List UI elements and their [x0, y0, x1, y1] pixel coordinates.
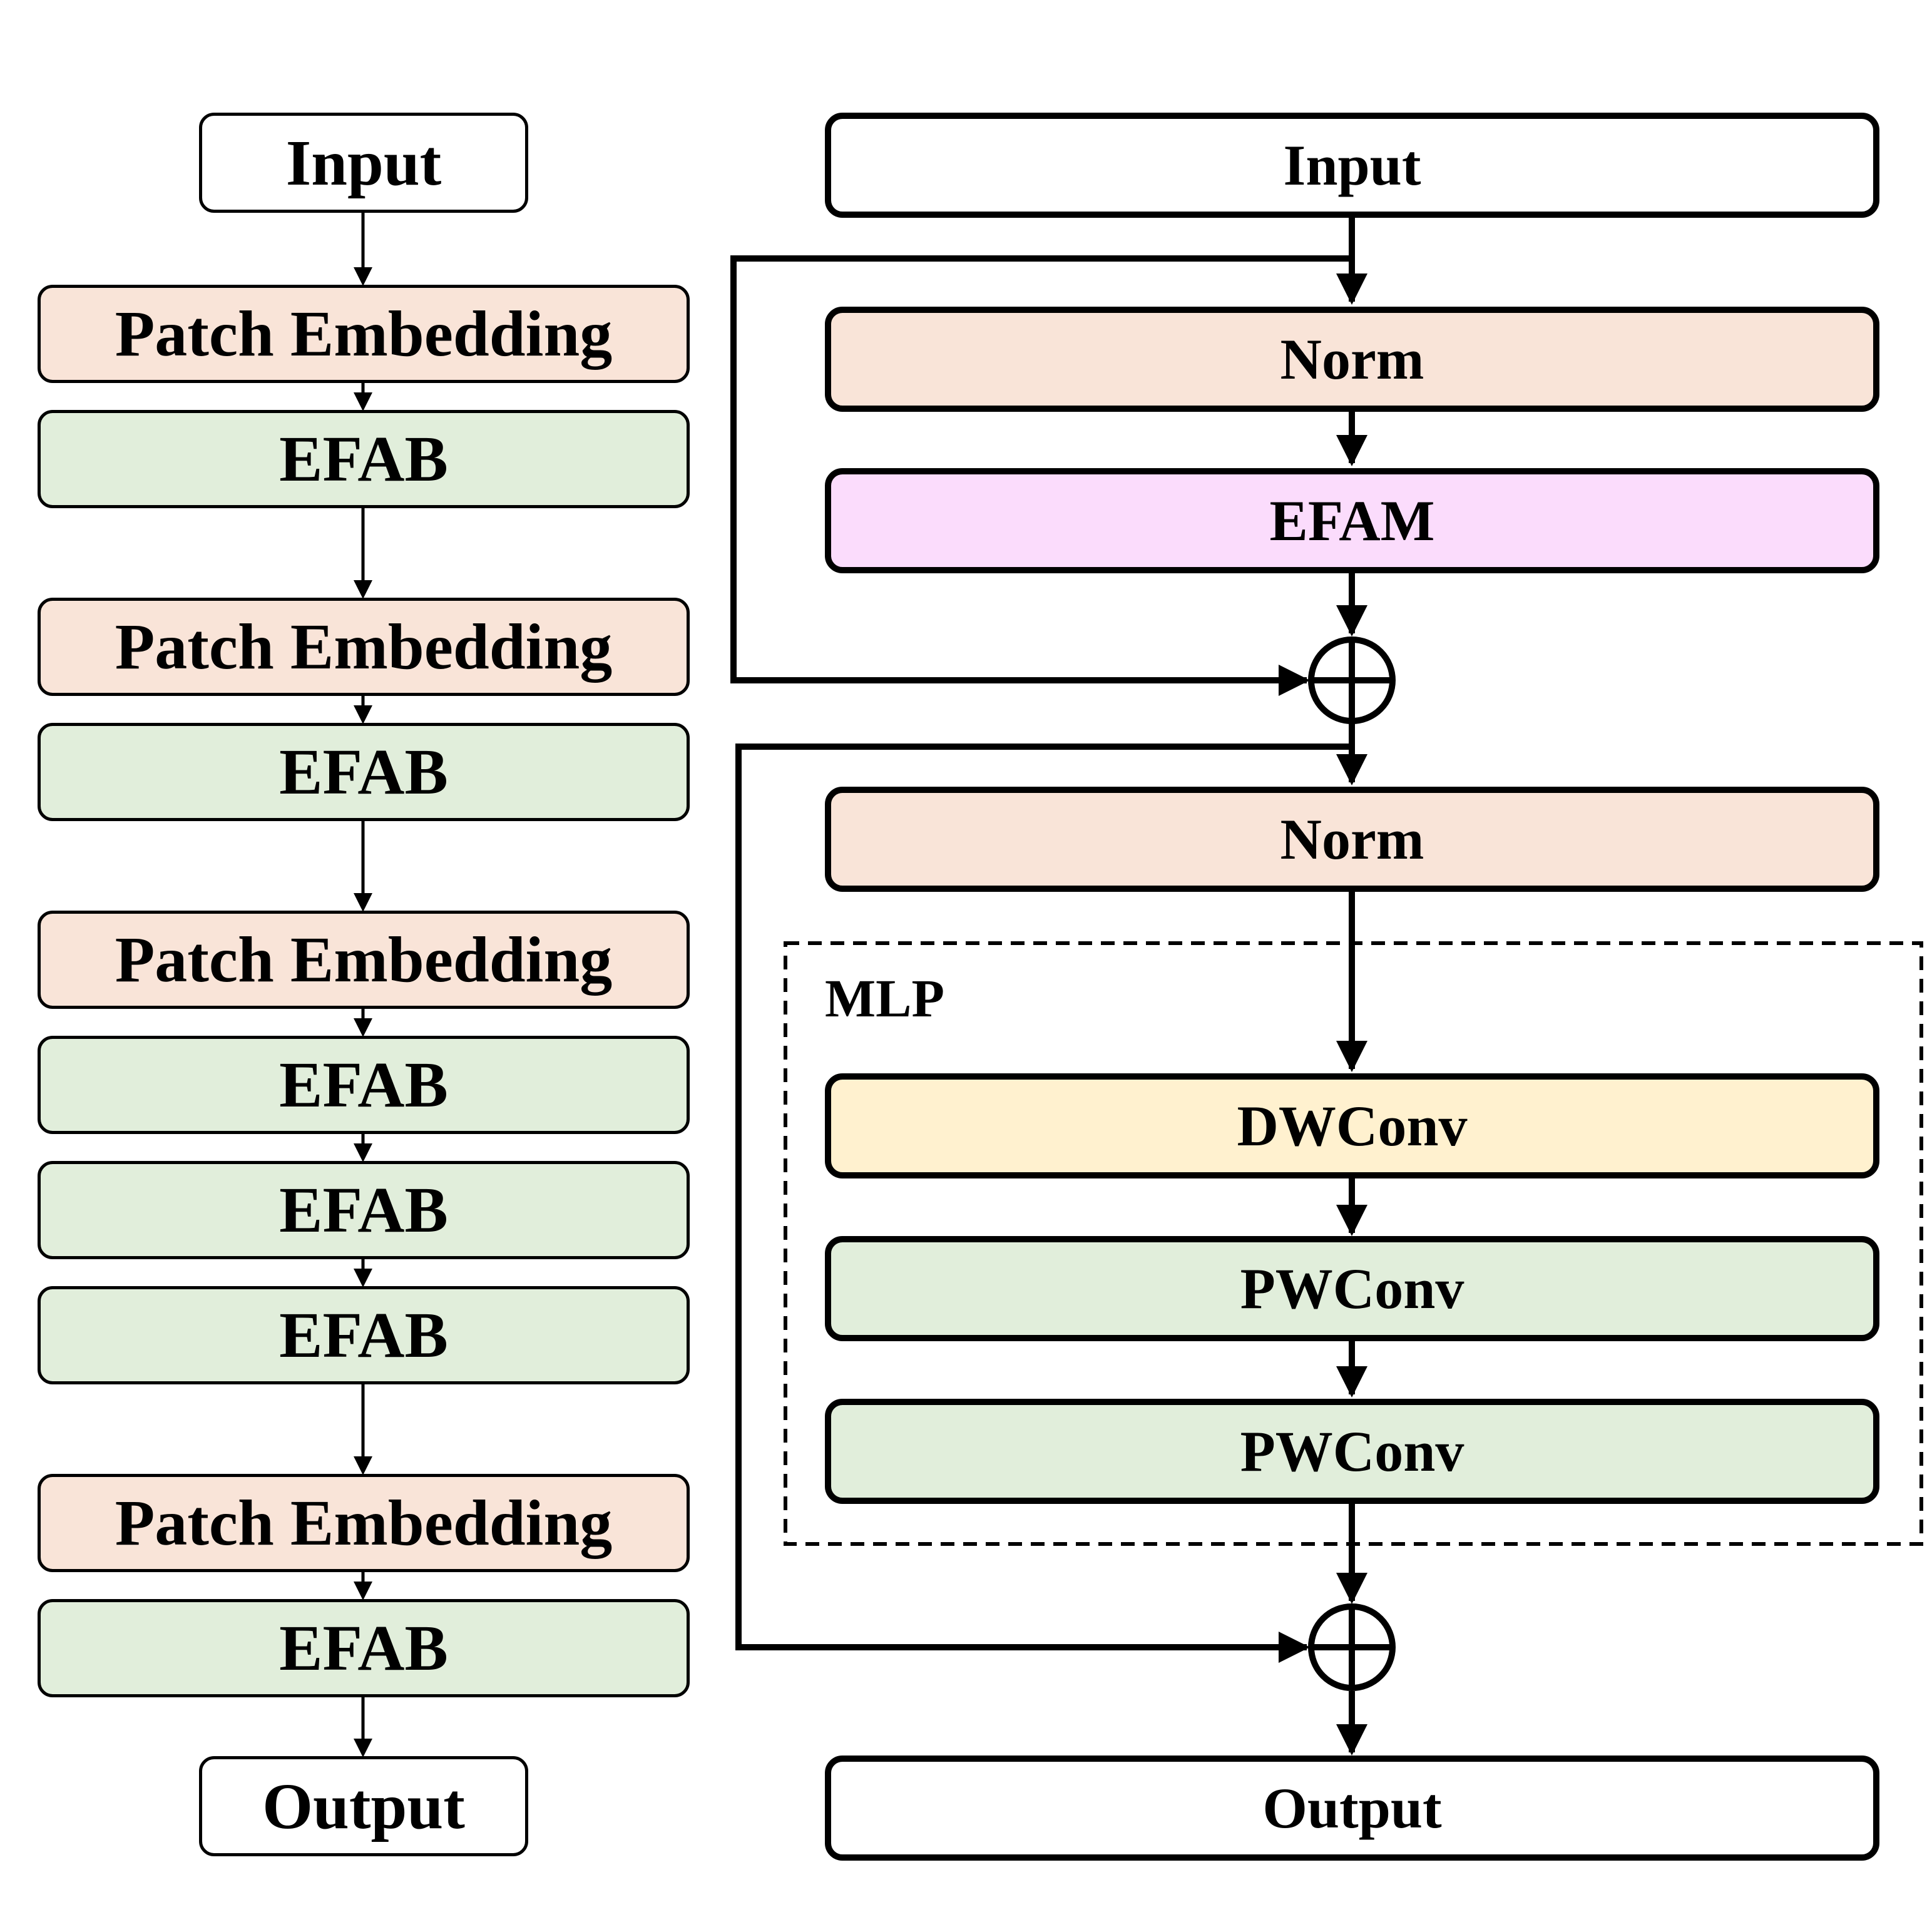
norm-block-1: Norm [825, 307, 1879, 412]
right-input-box: Input [825, 113, 1879, 218]
patch-embedding-block-2: Patch Embedding [38, 598, 690, 696]
block-label: EFAB [279, 1174, 448, 1246]
block-label: Patch Embedding [115, 924, 613, 996]
skip-connection-1 [730, 255, 1352, 696]
block-label: Patch Embedding [115, 1487, 613, 1559]
dwconv-label: DWConv [1237, 1094, 1468, 1158]
pwconv-label-1: PWConv [1240, 1257, 1464, 1321]
dwconv-block: DWConv [825, 1073, 1879, 1178]
pwconv-label-2: PWConv [1240, 1419, 1464, 1483]
efab-block-6: EFAB [38, 1599, 690, 1697]
right-input-label: Input [1283, 133, 1421, 197]
left-output-box: Output [199, 1756, 528, 1856]
block-label: EFAB [279, 1049, 448, 1121]
norm-label-1: Norm [1280, 327, 1424, 391]
left-input-label: Input [285, 126, 442, 199]
block-label: Patch Embedding [115, 298, 613, 370]
skip-connection-2 [735, 744, 1352, 1663]
efam-label: EFAM [1269, 489, 1435, 553]
efab-block-2: EFAB [38, 723, 690, 821]
left-input-box: Input [199, 113, 528, 213]
efam-block: EFAM [825, 468, 1879, 573]
norm-label-2: Norm [1280, 807, 1424, 871]
pwconv-block-2: PWConv [825, 1399, 1879, 1504]
block-label: EFAB [279, 736, 448, 808]
right-output-label: Output [1262, 1776, 1442, 1840]
patch-embedding-block-1: Patch Embedding [38, 285, 690, 383]
mlp-group-border [784, 941, 1923, 1546]
block-label: EFAB [279, 1612, 448, 1684]
block-label: EFAB [279, 1299, 448, 1371]
norm-block-2: Norm [825, 787, 1879, 892]
add-node-2 [1308, 1603, 1396, 1691]
mlp-label: MLP [825, 968, 945, 1028]
pwconv-block-1: PWConv [825, 1236, 1879, 1341]
efab-block-3: EFAB [38, 1036, 690, 1134]
efab-block-5: EFAB [38, 1286, 690, 1384]
left-output-label: Output [262, 1770, 465, 1843]
add-node-1 [1308, 636, 1396, 724]
block-label: EFAB [279, 423, 448, 495]
right-connectors [730, 216, 1367, 1756]
patch-embedding-block-3: Patch Embedding [38, 911, 690, 1009]
efab-block-4: EFAB [38, 1161, 690, 1259]
patch-embedding-block-4: Patch Embedding [38, 1474, 690, 1572]
right-output-box: Output [825, 1756, 1879, 1861]
efab-block-1: EFAB [38, 410, 690, 508]
block-label: Patch Embedding [115, 611, 613, 683]
